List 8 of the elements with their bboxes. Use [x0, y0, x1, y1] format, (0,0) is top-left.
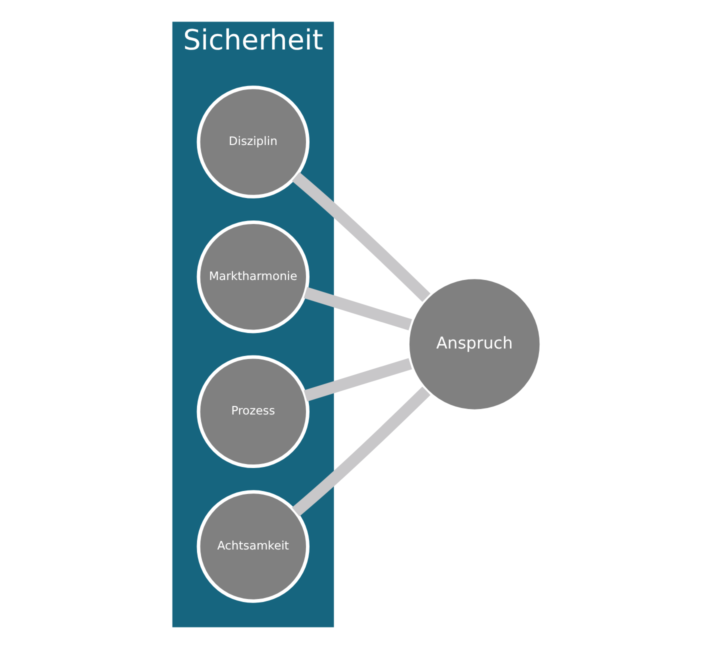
node-circle: Marktharmonie — [196, 220, 310, 334]
connector — [304, 287, 412, 330]
connector — [292, 172, 430, 302]
connector — [292, 386, 430, 516]
node-circle: Achtsamkeit — [196, 490, 310, 603]
connector — [304, 358, 412, 402]
node-circle: Prozess — [196, 355, 310, 468]
node-circle: Disziplin — [196, 86, 310, 198]
